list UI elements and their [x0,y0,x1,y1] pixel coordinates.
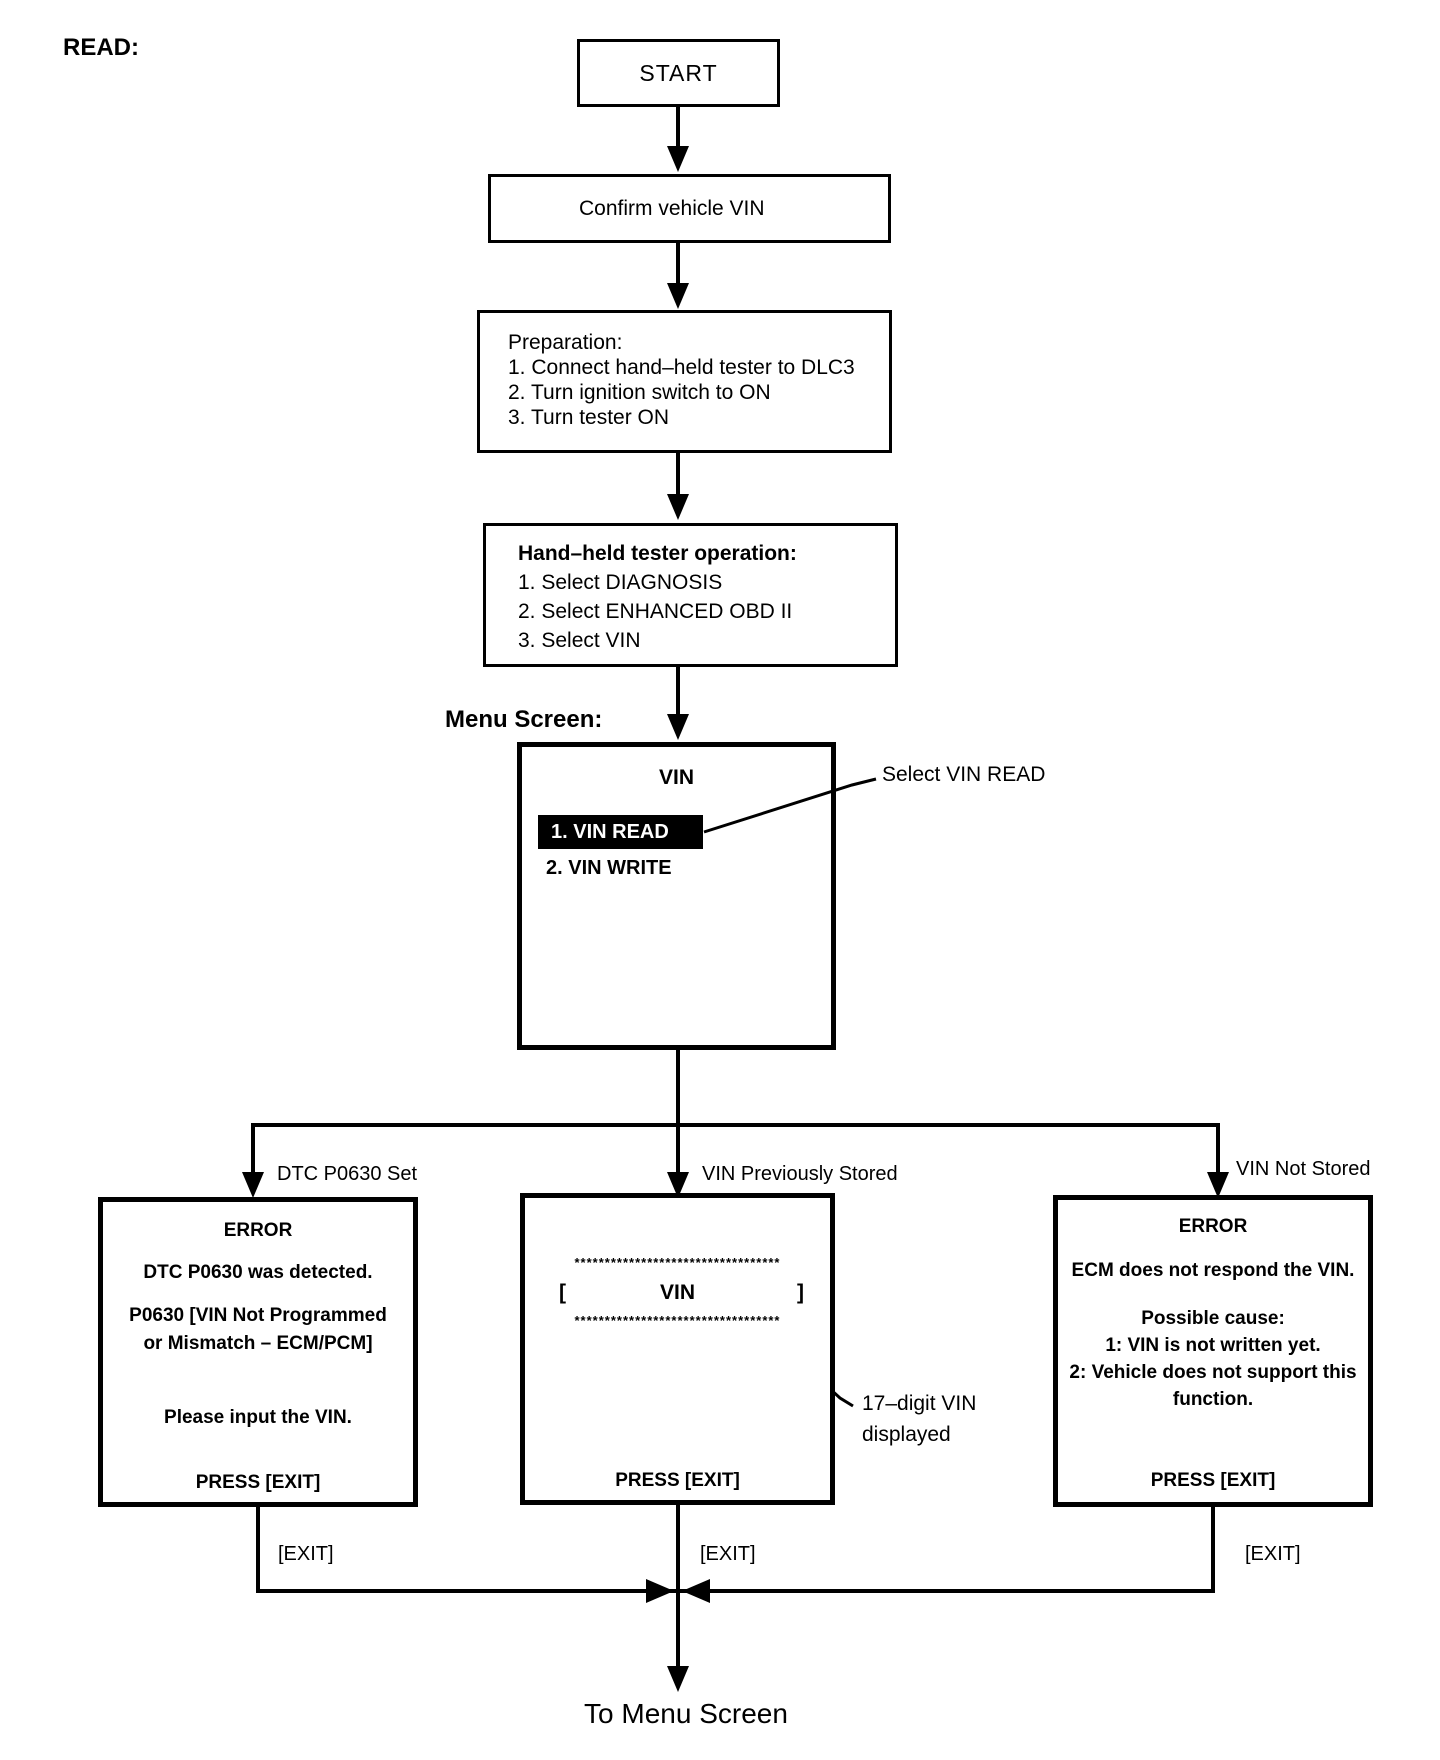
arrowhead-prep-tester [667,494,689,520]
asterisk-row-bottom: ********************************** [574,1313,781,1328]
possible-cause-line: Possible cause: [1141,1308,1285,1329]
arrowhead-converge-right [682,1579,710,1603]
start-label: START [639,59,718,86]
connector-menu-branch [676,1050,680,1127]
ecm-no-respond-line: ECM does not respond the VIN. [1071,1260,1355,1281]
preparation-node: Preparation: 1. Connect hand–held tester… [477,310,892,453]
press-exit-label: PRESS [EXIT] [615,1470,740,1491]
please-input-line: Please input the VIN. [164,1407,352,1428]
seventeen-digit-line2: displayed [862,1423,951,1446]
connector-prep-tester [676,453,680,496]
vin-display-screen: ********************************** [ VIN… [520,1193,835,1505]
vin-menu-title: VIN [658,766,694,789]
arrowhead-branch-center [667,1172,689,1198]
connector-exit-center [676,1505,680,1593]
connector-branch-center [676,1123,680,1174]
error-dtc-screen: ERROR DTC P0630 was detected. P0630 [VIN… [98,1197,418,1507]
dtc-detected-line: DTC P0630 was detected. [143,1262,373,1283]
select-vin-read-annotation: Select VIN READ [882,763,1046,786]
press-exit-label: PRESS [EXIT] [1150,1470,1276,1491]
confirm-vin-label: Confirm vehicle VIN [579,196,765,220]
tester-operation-title: Hand–held tester operation: [518,542,797,565]
arrowhead-branch-left [242,1172,264,1198]
connector-confirm-prep [676,243,680,286]
connector-exit-right [1211,1507,1215,1593]
arrowhead-confirm-prep [667,283,689,309]
connector-to-menu [676,1593,680,1668]
mismatch-line: or Mismatch – ECM/PCM] [143,1333,373,1354]
exit-label-left: [EXIT] [278,1543,334,1565]
read-heading: READ: [63,34,139,61]
confirm-vin-node: Confirm vehicle VIN [488,174,891,243]
cause-2-line: 2: Vehicle does not support this [1069,1362,1357,1383]
arrowhead-start-confirm [667,146,689,172]
press-exit-label: PRESS [EXIT] [195,1472,321,1493]
menu-item-vin-read: 1. VIN READ [538,815,703,849]
menu-item-vin-write: 2. VIN WRITE [546,857,672,879]
arrowhead-tester-menu [667,714,689,740]
asterisk-row-top: ********************************** [574,1255,781,1270]
exit-label-right: [EXIT] [1245,1543,1301,1565]
branch-label-dtc-p0630: DTC P0630 Set [277,1163,418,1185]
cause-1-line: 1: VIN is not written yet. [1105,1335,1321,1356]
connector-branch-right [1216,1123,1220,1174]
tester-operation-step: 1. Select DIAGNOSIS [518,571,723,594]
exit-converge-line [256,1589,1215,1593]
branch-label-vin-stored: VIN Previously Stored [702,1163,898,1185]
branch-split-line [251,1123,1220,1127]
error-no-response-screen: ERROR ECM does not respond the VIN. Poss… [1053,1195,1373,1507]
preparation-step: 2. Turn ignition switch to ON [508,381,771,404]
vin-menu-screen: VIN 1. VIN READ 2. VIN WRITE [517,742,836,1050]
seventeen-digit-line1: 17–digit VIN [862,1392,977,1415]
arrowhead-to-menu [667,1666,689,1692]
error-title: ERROR [223,1220,293,1241]
exit-label-center: [EXIT] [700,1543,756,1565]
preparation-step: 1. Connect hand–held tester to DLC3 [508,356,855,379]
preparation-title: Preparation: [508,331,623,354]
connector-exit-left [256,1507,260,1593]
preparation-step: 3. Turn tester ON [508,406,670,429]
p0630-line: P0630 [VIN Not Programmed [129,1305,387,1326]
arrowhead-branch-right [1207,1172,1229,1198]
seventeen-digit-annotation: 17–digit VIN displayed [862,1388,976,1450]
error-title: ERROR [1178,1216,1248,1237]
vin-display-row: [ VIN ] [525,1281,830,1309]
arrowhead-converge-left [646,1579,674,1603]
connector-start-confirm [676,107,680,150]
menu-screen-heading: Menu Screen: [445,706,603,733]
connector-tester-menu [676,667,680,716]
start-node: START [577,39,780,107]
tester-operation-step: 2. Select ENHANCED OBD II [518,600,793,623]
branch-label-vin-not-stored: VIN Not Stored [1236,1158,1371,1180]
bracket-open: [ [559,1281,566,1304]
to-menu-screen-label: To Menu Screen [584,1698,788,1729]
bracket-close: ] [797,1281,804,1304]
tester-operation-step: 3. Select VIN [518,629,641,652]
vin-word: VIN [659,1281,695,1304]
tester-operation-node: Hand–held tester operation: 1. Select DI… [483,523,898,667]
connector-branch-left [251,1123,255,1174]
cause-2-continued-line: function. [1172,1389,1254,1410]
